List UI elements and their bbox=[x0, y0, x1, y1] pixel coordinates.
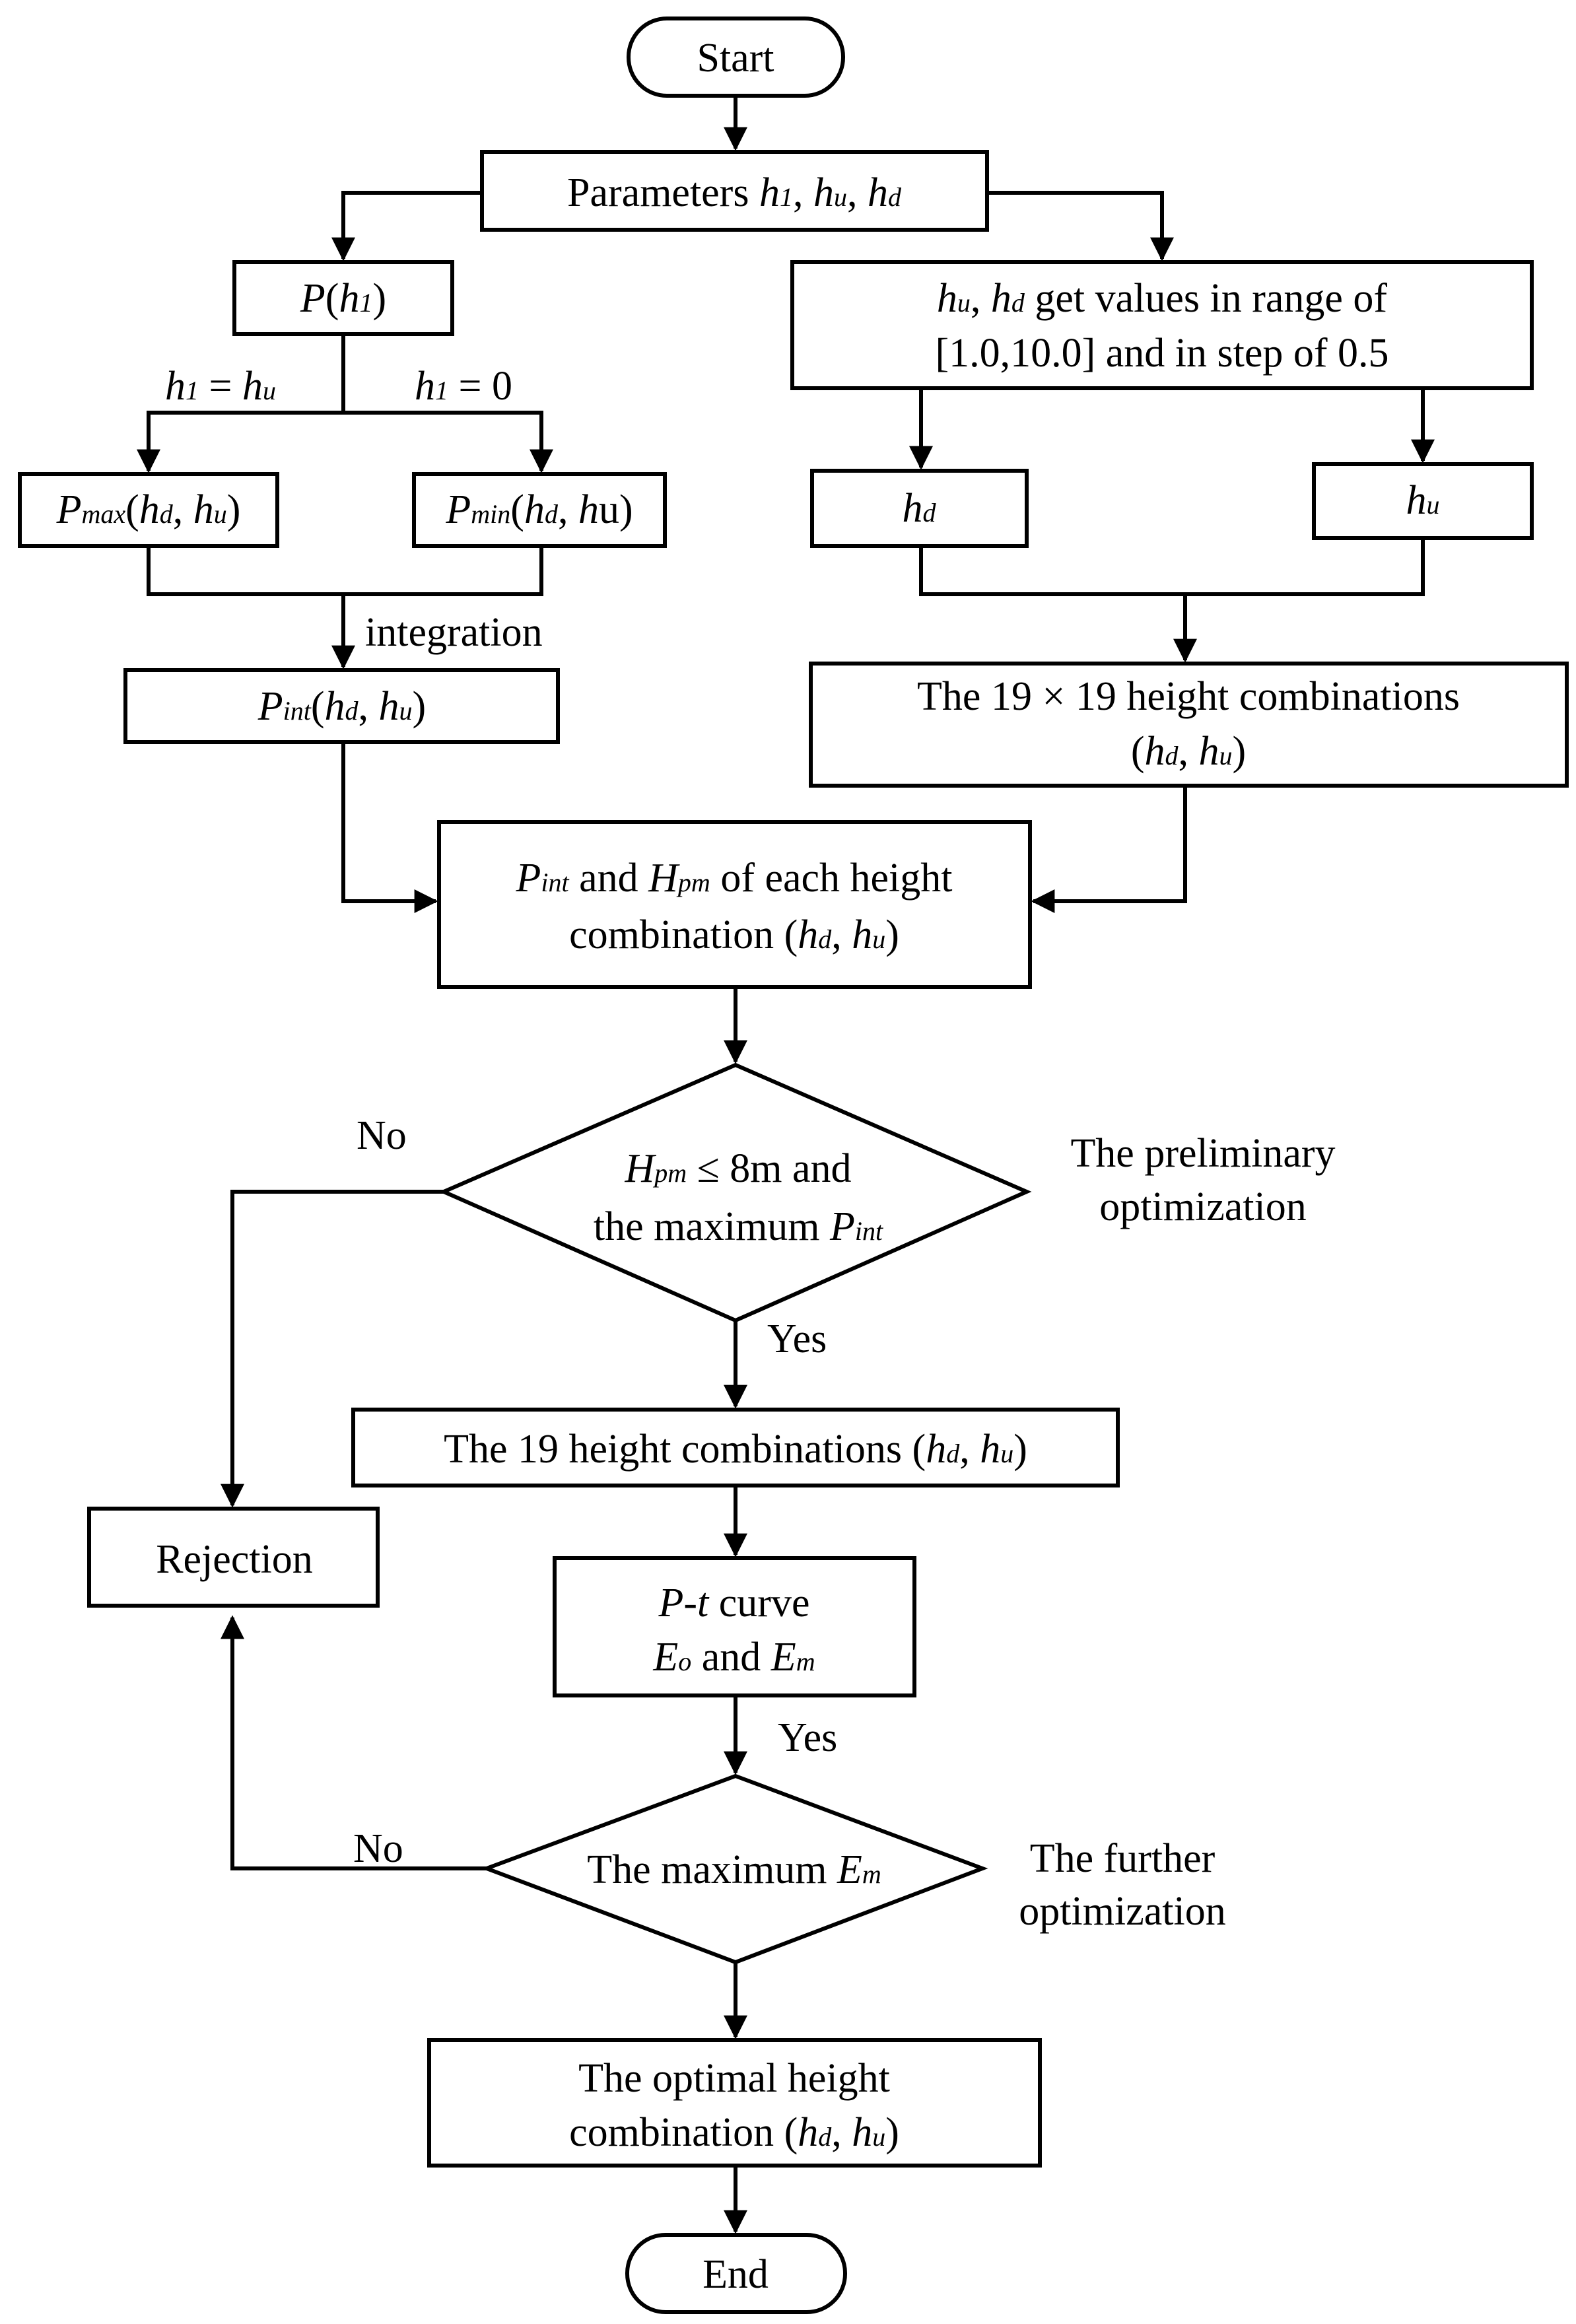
edge-parameters-to-range bbox=[987, 191, 1174, 261]
combos-361-label-line2: (hd, hu) bbox=[1131, 729, 1246, 774]
edge-pint-to-pint-hpm bbox=[341, 742, 438, 913]
end-label: End bbox=[702, 2252, 769, 2297]
parameters-box bbox=[480, 150, 989, 232]
pint-hpm-box bbox=[437, 820, 1032, 989]
ph1-label: P(h1) bbox=[300, 276, 386, 321]
edge-combos361-to-pint-hpm bbox=[1031, 786, 1187, 913]
pmin-box bbox=[412, 472, 667, 548]
annotation-further-line2: optimization bbox=[1019, 1889, 1225, 1934]
annotation-preliminary-line2: optimization bbox=[1099, 1184, 1306, 1229]
end-terminal bbox=[625, 2233, 847, 2314]
pt-curve-label-line1: P-t curve bbox=[658, 1581, 810, 1625]
combos-361-box bbox=[809, 662, 1569, 788]
combos-361-label-line1: The 19 × 19 height combinations bbox=[917, 674, 1460, 719]
pt-curve-label-line2: Eo and Em bbox=[652, 1635, 815, 1680]
optimal-label-line1: The optimal height bbox=[578, 2056, 890, 2101]
combos-19-box bbox=[351, 1408, 1120, 1487]
annotation-preliminary-line1: The preliminary bbox=[1070, 1131, 1335, 1176]
edge-pmax-pmin-merge bbox=[147, 546, 543, 596]
edge-decision2-no-to-rejection bbox=[221, 1615, 487, 1870]
pint-hpm-label-line1: Pint and Hpm of each height bbox=[516, 856, 953, 901]
start-terminal bbox=[627, 17, 845, 98]
edge-label-no-further: No bbox=[353, 1826, 403, 1871]
hd-box-label: hd bbox=[903, 486, 937, 531]
rejection-label: Rejection bbox=[156, 1537, 313, 1582]
edge-label-integration: integration bbox=[365, 610, 543, 655]
range-box bbox=[790, 260, 1534, 390]
rejection-box bbox=[87, 1507, 380, 1608]
edge-ph1-to-pmax bbox=[137, 411, 343, 473]
pmax-box bbox=[18, 472, 279, 548]
edge-label-h1-eq-hu: h1 = hu bbox=[165, 364, 276, 409]
pint-label: Pint(hd, hu) bbox=[257, 684, 426, 729]
edge-label-yes-further: Yes bbox=[778, 1715, 837, 1760]
hd-box bbox=[810, 469, 1029, 548]
optimal-box bbox=[427, 2038, 1042, 2168]
range-label-line1: hu, hd get values in range of bbox=[937, 276, 1388, 321]
start-label: Start bbox=[697, 36, 774, 81]
decision-further-label: The maximum Em bbox=[587, 1847, 881, 1892]
ph1-box bbox=[232, 260, 454, 336]
decision-preliminary-line1: Hpm ≤ 8m and bbox=[625, 1146, 852, 1191]
pt-curve-box bbox=[553, 1556, 916, 1697]
decision-preliminary-line2: the maximum Pint bbox=[594, 1204, 883, 1249]
node-labels: Start Parameters h1, hu, hd P(h1) hu, hd… bbox=[56, 36, 1460, 2297]
parameters-label: Parameters h1, hu, hd bbox=[567, 170, 902, 215]
edge-label-yes-preliminary: Yes bbox=[767, 1316, 827, 1361]
edge-label-no-preliminary: No bbox=[357, 1113, 407, 1158]
range-label-line2: [1.0,10.0] and in step of 0.5 bbox=[935, 331, 1388, 376]
pint-box bbox=[123, 668, 560, 744]
pmax-label: Pmax(hd, hu) bbox=[56, 487, 241, 532]
edge-decision1-no-to-rejection bbox=[221, 1190, 444, 1508]
decision-further-diamond bbox=[481, 1773, 988, 1965]
edge-parameters-to-ph1 bbox=[331, 191, 482, 261]
edge-ph1-to-pmin bbox=[343, 411, 553, 473]
decision-preliminary-diamond bbox=[438, 1062, 1032, 1323]
hu-box-label: hu bbox=[1406, 478, 1440, 523]
edge-hd-hu-merge bbox=[919, 538, 1425, 596]
pmin-label: Pmin(hd, hu) bbox=[445, 487, 633, 532]
edge-label-h1-eq-0: h1 = 0 bbox=[415, 364, 512, 409]
optimal-label-line2: combination (hd, hu) bbox=[569, 2110, 899, 2155]
pint-hpm-label-line2: combination (hd, hu) bbox=[569, 912, 899, 957]
connectors bbox=[137, 96, 1435, 2234]
combos-19-label: The 19 height combinations (hd, hu) bbox=[444, 1427, 1027, 1472]
annotation-further-line1: The further bbox=[1030, 1836, 1216, 1881]
shapes bbox=[18, 17, 1569, 2314]
hu-box bbox=[1312, 462, 1534, 540]
edge-labels: h1 = hu h1 = 0 integration No Yes Yes No… bbox=[165, 364, 1336, 1934]
